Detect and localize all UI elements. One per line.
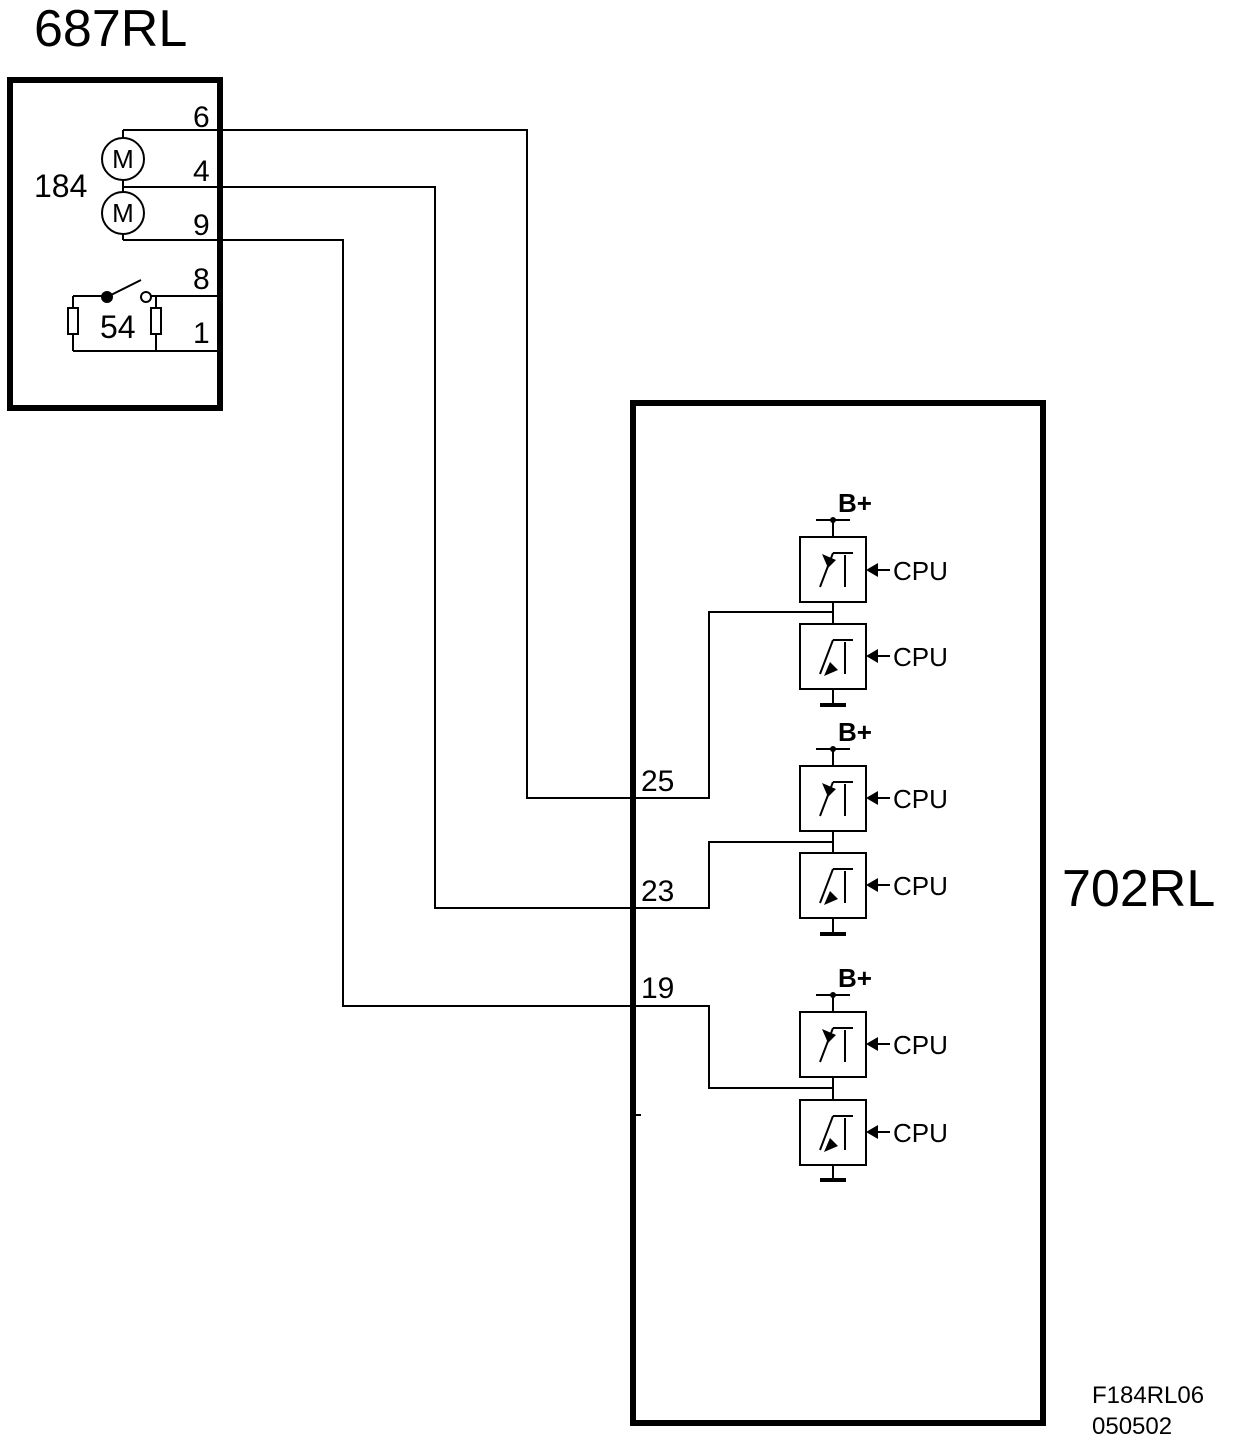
stage-2-high-switch (799, 765, 867, 832)
stage-2-supply-label: B+ (838, 717, 872, 747)
driver-stage-2: B+ CPU CPU (799, 717, 948, 936)
stage-3-low-control-label: CPU (893, 1118, 948, 1148)
right-box-label: 702RL (1062, 860, 1215, 918)
stage-1-high-switch (799, 536, 867, 603)
left-pin-6: 6 (193, 101, 210, 134)
wire-pin4-to-23 (123, 186, 833, 909)
stage-2-low-switch (799, 852, 867, 919)
left-pin-1: 1 (193, 317, 210, 350)
motor-lower-symbol: M (101, 191, 145, 240)
left-pin-9: 9 (193, 209, 210, 242)
left-pin-4: 4 (193, 155, 210, 188)
stage-1-supply-label: B+ (838, 488, 872, 518)
left-pin-8: 8 (193, 263, 210, 296)
stage-1-low-control-label: CPU (893, 642, 948, 672)
stage-3-supply-label: B+ (838, 963, 872, 993)
drawing-date: 050502 (1092, 1413, 1172, 1440)
driver-stage-1: B+ CPU CPU (799, 488, 948, 707)
driver-stage-3: B+ CPU CPU (799, 963, 948, 1182)
stage-3-low-switch (799, 1099, 867, 1166)
right-pin-19: 19 (641, 972, 674, 1005)
stage-1-low-switch (799, 623, 867, 690)
right-pin-25: 25 (641, 765, 674, 798)
motor-label: 184 (34, 168, 87, 204)
switch-label: 54 (100, 309, 136, 345)
wire-pin6-to-25 (220, 129, 833, 799)
stage-3-high-control-label: CPU (893, 1030, 948, 1060)
motor-lower-letter: M (112, 198, 134, 228)
switch-symbol (67, 129, 220, 352)
stage-3-high-switch (799, 1011, 867, 1078)
right-module-box (630, 400, 1046, 1426)
stage-2-high-control-label: CPU (893, 784, 948, 814)
motor-upper-letter: M (112, 144, 134, 174)
stage-2-low-control-label: CPU (893, 871, 948, 901)
drawing-code: F184RL06 (1092, 1382, 1204, 1409)
left-module-box (7, 77, 223, 411)
wire-pin9-to-19 (123, 239, 833, 1089)
stage-1-high-control-label: CPU (893, 556, 948, 586)
right-pin-23: 23 (641, 875, 674, 908)
left-box-label: 687RL (34, 0, 187, 58)
motor-upper-symbol: M (101, 130, 145, 181)
